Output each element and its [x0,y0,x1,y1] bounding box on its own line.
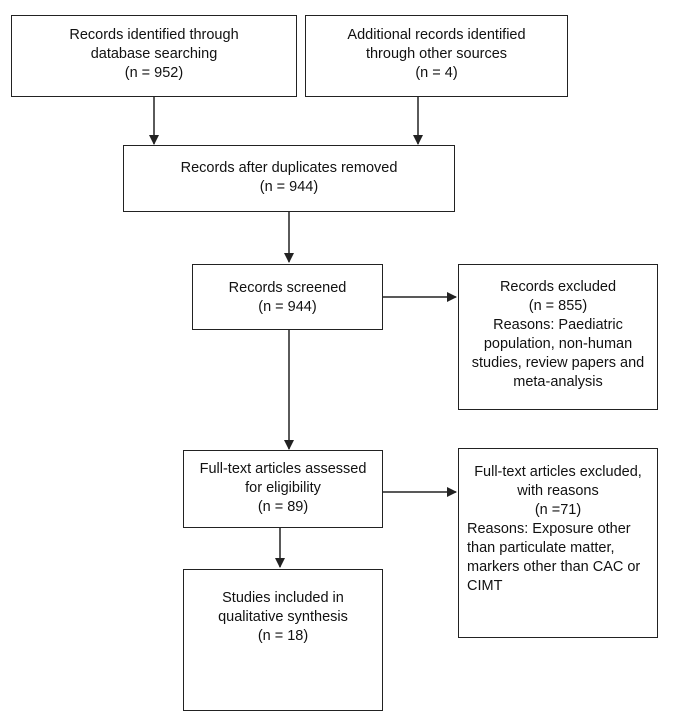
records-excluded-reason-line3: studies, review papers and [471,355,645,371]
full-text-assessed-count: (n = 89) [257,499,309,515]
records-excluded-reason-line1: Reasons: Paediatric [493,317,623,333]
records-identified-title-line2: database searching [90,46,218,62]
studies-included-count: (n = 18) [257,628,309,644]
full-text-excluded-reason-line2: than particulate matter, [467,540,615,556]
full-text-assessed-box: Full-text articles assessed for eligibil… [183,450,383,528]
records-after-duplicates-box: Records after duplicates removed (n = 94… [123,145,455,212]
additional-records-box: Additional records identified through ot… [305,15,568,97]
records-identified-title-line1: Records identified through [69,27,239,43]
full-text-excluded-reason-line1: Reasons: Exposure other [467,521,631,537]
records-screened-title: Records screened [228,280,347,296]
additional-records-title-line2: through other sources [365,46,508,62]
records-excluded-reason-line2: population, non-human [483,336,633,352]
full-text-excluded-count: (n =71) [534,502,582,518]
full-text-excluded-reason-line3: markers other than CAC or [467,559,641,575]
records-screened-count: (n = 944) [258,299,317,315]
records-excluded-box: Records excluded (n = 855) Reasons: Paed… [458,264,658,410]
studies-included-title-line2: qualitative synthesis [218,609,348,625]
after-duplicates-count: (n = 944) [259,179,319,195]
studies-included-box: Studies included in qualitative synthesi… [183,569,383,711]
records-screened-box: Records screened (n = 944) [192,264,383,330]
records-identified-count: (n = 952) [124,65,184,81]
studies-included-title-line1: Studies included in [222,590,344,606]
full-text-excluded-box: Full-text articles excluded, with reason… [458,448,658,638]
after-duplicates-title: Records after duplicates removed [180,160,398,176]
full-text-excluded-title-line2: with reasons [517,483,599,499]
records-excluded-count: (n = 855) [528,298,588,314]
full-text-assessed-title-line2: for eligibility [245,480,321,496]
records-excluded-reason-line4: meta-analysis [513,374,603,390]
additional-records-count: (n = 4) [415,65,458,81]
records-excluded-title: Records excluded [499,279,617,295]
full-text-assessed-title-line1: Full-text articles assessed [199,461,367,477]
full-text-excluded-reason-line4: CIMT [467,578,503,594]
full-text-excluded-title-line1: Full-text articles excluded, [474,464,642,480]
additional-records-title-line1: Additional records identified [347,27,526,43]
records-identified-box: Records identified through database sear… [11,15,297,97]
